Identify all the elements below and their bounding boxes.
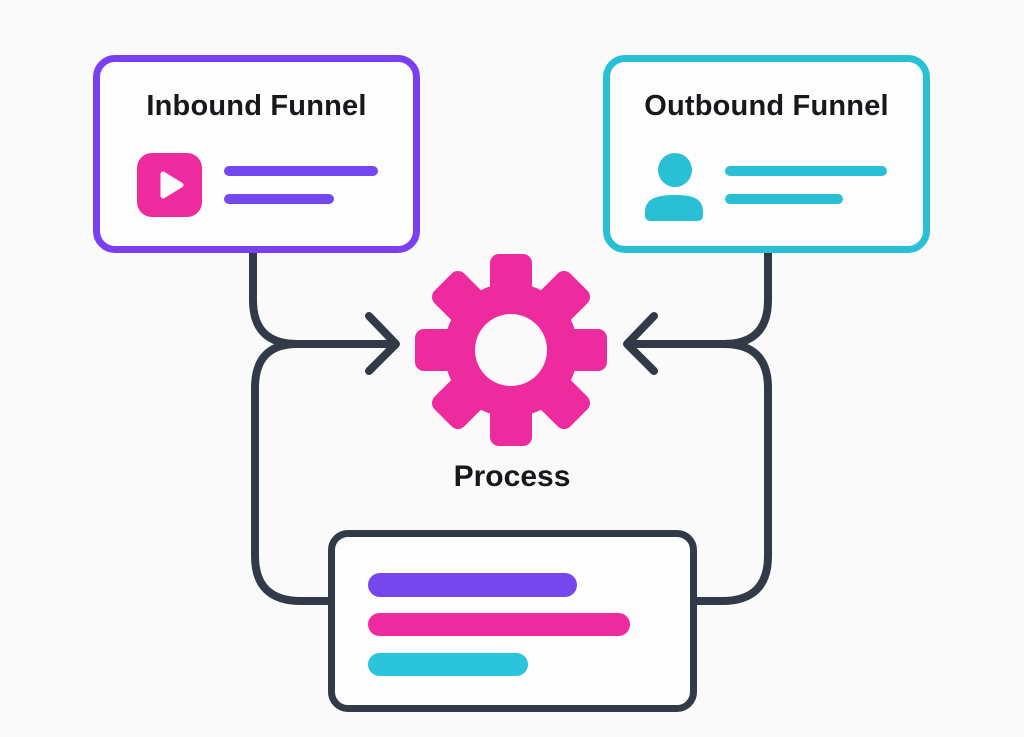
outbound-skeleton-line-1 xyxy=(725,166,887,176)
inbound-funnel-card: Inbound Funnel xyxy=(93,55,420,253)
person-icon xyxy=(642,150,706,222)
play-icon xyxy=(137,153,202,217)
output-card xyxy=(328,530,697,712)
gear-icon xyxy=(411,250,611,450)
arrow-left-icon xyxy=(623,312,658,375)
output-skeleton-line-cyan xyxy=(368,653,528,676)
process-label: Process xyxy=(453,460,571,493)
outbound-to-process-connector xyxy=(631,245,772,348)
outbound-funnel-title: Outbound Funnel xyxy=(644,90,889,122)
inbound-to-process-connector xyxy=(249,245,394,348)
arrow-right-icon xyxy=(365,312,400,375)
output-skeleton-line-purple xyxy=(368,573,577,597)
inbound-funnel-title: Inbound Funnel xyxy=(146,90,367,122)
outbound-funnel-card: Outbound Funnel xyxy=(603,55,930,253)
outbound-skeleton-line-2 xyxy=(725,194,843,204)
inbound-skeleton-line-1 xyxy=(224,166,378,176)
inbound-skeleton-line-2 xyxy=(224,194,334,204)
output-skeleton-line-pink xyxy=(368,613,630,636)
